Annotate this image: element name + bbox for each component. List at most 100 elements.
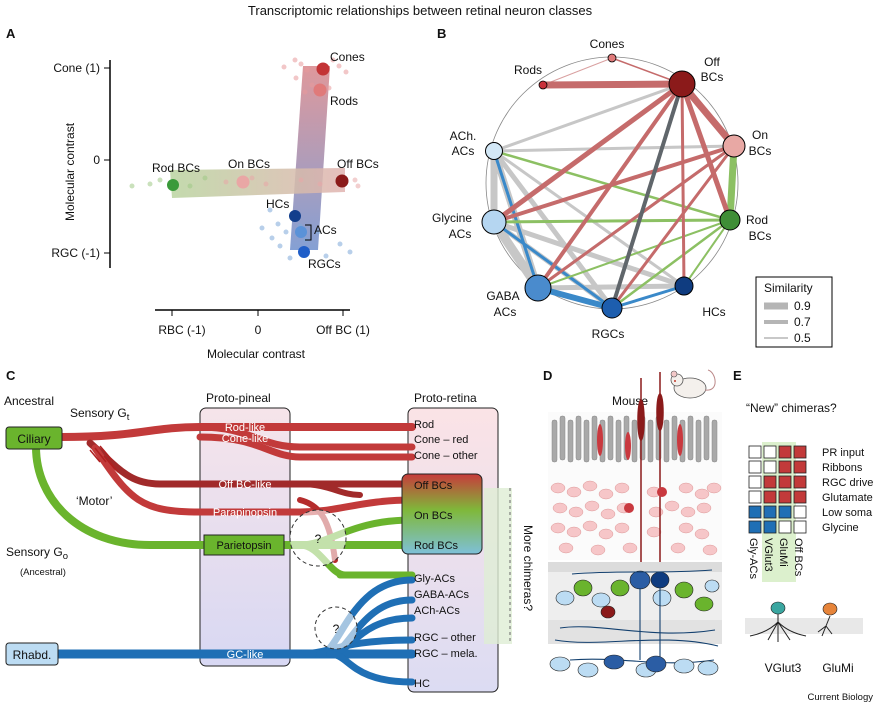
node-rod-bcs	[719, 209, 741, 231]
ciliary-box	[5, 426, 63, 450]
node-label-rod-1: Rod	[746, 213, 768, 227]
panel-a: A Cone (1) 0 RGC (-1) Molecular contrast…	[6, 26, 379, 361]
retina-cone-red: Cone – red	[414, 434, 468, 446]
point-hcs	[289, 210, 301, 222]
retina-rgc-other: RGC – other	[414, 632, 476, 644]
column-label-vglut3: VGlut3	[762, 538, 774, 572]
node-cones	[607, 53, 617, 63]
trait-cell	[763, 460, 777, 474]
node-label-glycine-1: Glycine	[432, 211, 472, 225]
pineal-off-bc-like: Off BC-like	[219, 479, 272, 491]
point-rods	[313, 83, 327, 97]
pineal-gc-like: GC-like	[227, 649, 264, 661]
node-label-hcs: HCs	[702, 305, 725, 319]
proto-pineal-title: Proto-pineal	[206, 391, 271, 405]
trait-cell	[763, 520, 777, 534]
node-rods	[538, 80, 548, 90]
trait-cell	[778, 460, 792, 474]
panel-a-x-title: Molecular contrast	[207, 347, 306, 361]
panel-e-title: “New” chimeras?	[746, 401, 837, 415]
label-rods: Rods	[330, 94, 358, 108]
point-acs	[295, 226, 307, 238]
legend-item-07: 0.7	[794, 315, 811, 329]
sensory-go-note: (Ancestral)	[20, 567, 66, 578]
ancestral-label: Ancestral	[4, 394, 54, 408]
trait-cell	[778, 505, 792, 519]
trait-cell	[763, 475, 777, 489]
rhabd-label: Rhabd.	[13, 648, 52, 662]
trait-cell	[793, 445, 807, 459]
panel-c: C Ancestral	[4, 368, 535, 693]
trait-cell	[748, 490, 762, 504]
glumi-cell	[817, 602, 838, 637]
label-rgcs: RGCs	[308, 257, 341, 271]
retina-cone-other: Cone – other	[414, 450, 478, 462]
node-label-off-2: BCs	[701, 70, 724, 84]
more-chimeras-band	[484, 488, 512, 644]
point-on-bcs	[236, 175, 250, 189]
more-chimeras-label: More chimeras?	[521, 525, 535, 611]
x-tick-offbc: Off BC (1)	[316, 323, 370, 337]
question-mark-1: ?	[315, 532, 322, 546]
trait-cell	[778, 475, 792, 489]
legend-item-09: 0.9	[794, 299, 811, 313]
node-label-cones: Cones	[590, 37, 625, 51]
red-lineage	[55, 423, 417, 563]
label-rod-bcs: Rod BCs	[152, 161, 200, 175]
y-tick-zero: 0	[93, 153, 100, 167]
bipolar-axis-bar	[170, 168, 345, 198]
plexiform-band	[745, 618, 863, 634]
trait-cell	[748, 520, 762, 534]
trait-grid	[748, 445, 807, 534]
panel-c-letter: C	[6, 368, 16, 383]
sensory-gt-label: Sensory Gt	[70, 406, 130, 423]
trait-cell	[793, 460, 807, 474]
photoreceptor-outer-segments	[551, 415, 718, 463]
figure-title: Transcriptomic relationships between ret…	[248, 3, 593, 18]
node-label-gaba-2: ACs	[494, 305, 517, 319]
outer-plexiform-layer	[548, 562, 722, 572]
trait-cell	[793, 475, 807, 489]
journal-credit: Current Biology	[808, 692, 874, 703]
panel-e-letter: E	[733, 368, 742, 383]
motor-label: ‘Motor’	[76, 494, 112, 508]
panel-b-letter: B	[437, 26, 446, 41]
node-label-gaba-1: GABA	[486, 289, 519, 303]
node-label-rods: Rods	[514, 63, 542, 77]
bipolar-cells	[555, 570, 720, 619]
trait-cell	[763, 445, 777, 459]
panel-a-y-title: Molecular contrast	[63, 122, 77, 221]
node-gaba-acs	[524, 274, 552, 302]
node-rgcs	[601, 297, 623, 319]
column-label-gly-acs: Gly-ACs	[747, 538, 759, 579]
scatter-points	[129, 57, 361, 261]
pineal-parietopsin: Parietopsin	[216, 540, 271, 552]
label-hcs: HCs	[266, 197, 289, 211]
retina-rgc-mela: RGC – mela.	[414, 648, 478, 660]
panel-a-letter: A	[6, 26, 16, 41]
point-cones	[316, 62, 330, 76]
similarity-legend: Similarity 0.9 0.7 0.5	[755, 276, 833, 348]
legend-item-05: 0.5	[794, 331, 811, 345]
node-off-bcs	[668, 70, 696, 98]
trait-cell	[748, 475, 762, 489]
question-circle-2	[314, 606, 358, 650]
retina-off-bcs: Off BCs	[414, 480, 453, 492]
retina-gly-acs: Gly-ACs	[414, 573, 455, 585]
panel-d-letter: D	[543, 368, 552, 383]
cell-label-glumi: GluMi	[822, 661, 853, 675]
node-glycine-acs	[481, 209, 507, 235]
node-label-rod-2: BCs	[749, 229, 772, 243]
trait-row-0: PR input	[822, 447, 864, 459]
question-circle-1	[289, 509, 347, 567]
cone-cells	[597, 424, 683, 513]
trait-row-5: Glycine	[822, 522, 859, 534]
panel-d: D Mouse	[543, 368, 722, 678]
legend-title: Similarity	[764, 281, 813, 295]
pineal-rod-like: Rod-like	[225, 422, 265, 434]
rhabd-box	[5, 642, 59, 666]
trait-cell	[748, 460, 762, 474]
pineal-parapinopsin: Parapinopsin	[213, 507, 277, 519]
trait-cell	[778, 520, 792, 534]
